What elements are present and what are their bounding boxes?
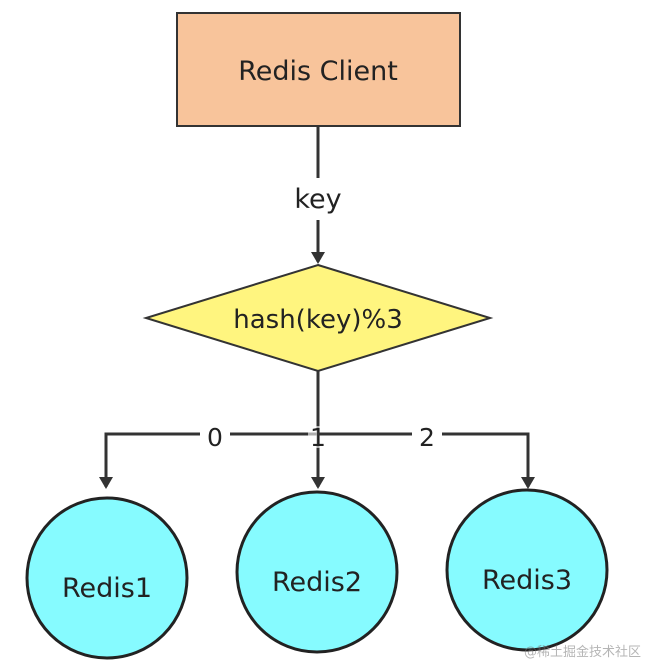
redis1-node: Redis1 [25,496,189,660]
redis1-label: Redis1 [62,573,152,604]
redis2-node: Redis2 [235,490,399,654]
redis-client-box [176,12,461,127]
hash-label: hash(key)%3 [233,305,402,335]
redis1-circle [25,496,189,660]
hash-node: hash(key)%3 [142,263,494,373]
edge-branch-2 [318,432,535,489]
redis3-circle [445,488,609,652]
edge-label-2-bg [412,424,442,448]
redis-client-node: Redis Client [176,12,461,127]
redis2-label: Redis2 [272,567,362,598]
watermark-text: @稀土掘金技术社区 [523,645,641,660]
redis3-node: Redis3 [445,488,609,652]
edge-label-1-bg [308,426,328,448]
edge-label-1: 1 [310,423,326,452]
redis3-label: Redis3 [482,565,572,596]
redis2-circle [235,490,399,654]
edge-label-0-bg [200,424,230,448]
redis-client-label: Redis Client [238,56,398,87]
edge-label-0: 0 [207,423,223,452]
edge-label-2: 2 [419,423,435,452]
edge-label-key: key [294,184,341,215]
edge-branch-0 [99,432,318,489]
